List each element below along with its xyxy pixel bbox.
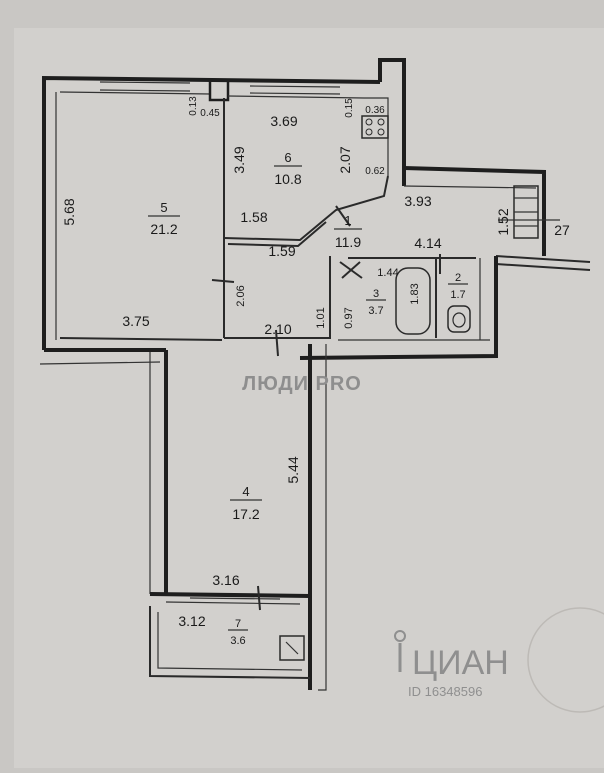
balcony-box (279, 635, 305, 661)
dim-2-07: 2.07 (337, 146, 353, 173)
partition-hall-bath (224, 256, 331, 339)
toilet-icon (447, 305, 471, 333)
windows (99, 81, 341, 600)
dim-3-69: 3.69 (270, 113, 297, 129)
cian-watermark-text: ЦИАН (412, 644, 509, 682)
dim-0-36: 0.36 (365, 105, 385, 116)
walls (39, 58, 591, 691)
partitions (59, 98, 490, 341)
cian-watermark-id: ID 16348596 (408, 684, 482, 699)
dim-5-44: 5.44 (285, 456, 301, 483)
window-balcony (189, 597, 281, 600)
room-7-area: 3.6 (230, 635, 245, 647)
dim-4-14: 4.14 (414, 235, 441, 251)
partition-room5-bottom (59, 337, 223, 341)
room-3-area: 3.7 (368, 305, 383, 317)
dim-2-10: 2.10 (264, 321, 291, 337)
dim-0-45: 0.45 (200, 108, 220, 119)
partition-hall-angled-inner (227, 221, 327, 248)
door-room4 (275, 329, 279, 357)
outer-wall-step (495, 255, 591, 263)
room-4-area: 17.2 (232, 506, 259, 522)
room-6-area: 10.8 (274, 171, 301, 187)
inner-wall-room4-right (318, 344, 327, 691)
room-5-area: 21.2 (150, 221, 177, 237)
room-5-number: 5 (160, 200, 167, 215)
window-room6 (249, 85, 341, 95)
outer-wall-top-left (42, 75, 381, 350)
outer-wall-corridor-right (403, 166, 546, 256)
room-1-number: 1 (344, 213, 351, 228)
room-1-area: 11.9 (335, 234, 361, 250)
door-kitchen-1 (335, 205, 351, 227)
dim-1-52: 1.52 (495, 208, 511, 235)
wall-room4-bottom-inner (165, 601, 301, 605)
cian-logo-icon (394, 630, 406, 642)
stove-icon (361, 115, 389, 139)
dim-1-44: 1.44 (377, 267, 398, 279)
room-2-area: 1.7 (450, 289, 465, 301)
room-4-number: 4 (242, 484, 249, 499)
dim-5-68: 5.68 (61, 198, 77, 225)
watermarks: ЛЮДИ PRO ЦИАН ID 16348596 (242, 373, 604, 713)
door-room5 (211, 279, 235, 283)
room-6-number: 6 (284, 150, 291, 165)
room-3-number: 3 (373, 288, 379, 300)
dim-1-83: 1.83 (409, 283, 421, 304)
stamp-circle (527, 607, 604, 713)
dim-0-62: 0.62 (365, 166, 385, 177)
column-top (208, 78, 230, 102)
fixtures (361, 115, 471, 335)
dim-0-15: 0.15 (344, 98, 355, 118)
dim-1-59: 1.59 (268, 243, 295, 259)
room-7-number: 7 (235, 618, 241, 630)
dim-1-58: 1.58 (240, 209, 267, 225)
inner-wall-top-room6 (227, 95, 365, 99)
dim-3-49: 3.49 (231, 146, 247, 173)
brand-watermark: ЛЮДИ PRO (242, 373, 362, 395)
dim-27: 27 (554, 222, 570, 238)
door-marks (211, 205, 560, 611)
dim-3-16: 3.16 (212, 572, 239, 588)
cian-watermark: ЦИАН ID 16348596 (394, 630, 509, 699)
wall-room4-bottom (149, 592, 311, 598)
dim-1-01: 1.01 (315, 307, 327, 328)
balcony-inner-outline (157, 612, 303, 671)
outer-wall-step-inner (495, 263, 591, 271)
dim-0-97: 0.97 (343, 307, 355, 328)
window-room5 (99, 81, 191, 92)
dimension-labels: 5.68 3.75 0.13 0.45 3.69 0.15 0.36 3.49 … (61, 96, 570, 629)
dim-3-75: 3.75 (122, 313, 149, 329)
partition-hall-angled (223, 175, 389, 242)
balcony-outline (149, 606, 311, 679)
dim-2-06: 2.06 (235, 285, 247, 306)
room-2-number: 2 (455, 272, 461, 284)
outer-wall-top-right-jog (378, 58, 406, 186)
dim-0-13: 0.13 (188, 96, 199, 116)
door-bath-2 (341, 261, 361, 279)
door-balcony (257, 585, 261, 611)
room-labels: 5 21.2 6 10.8 1 11.9 3 3.7 2 1.7 4 17.2 … (148, 150, 468, 647)
dim-3-12: 3.12 (178, 613, 205, 629)
outer-thin-left (39, 361, 161, 365)
dim-3-93: 3.93 (404, 193, 431, 209)
inner-wall-kitchen-right (364, 97, 389, 176)
bathtub-icon (395, 267, 431, 335)
outer-wall-bath-right (299, 256, 498, 360)
